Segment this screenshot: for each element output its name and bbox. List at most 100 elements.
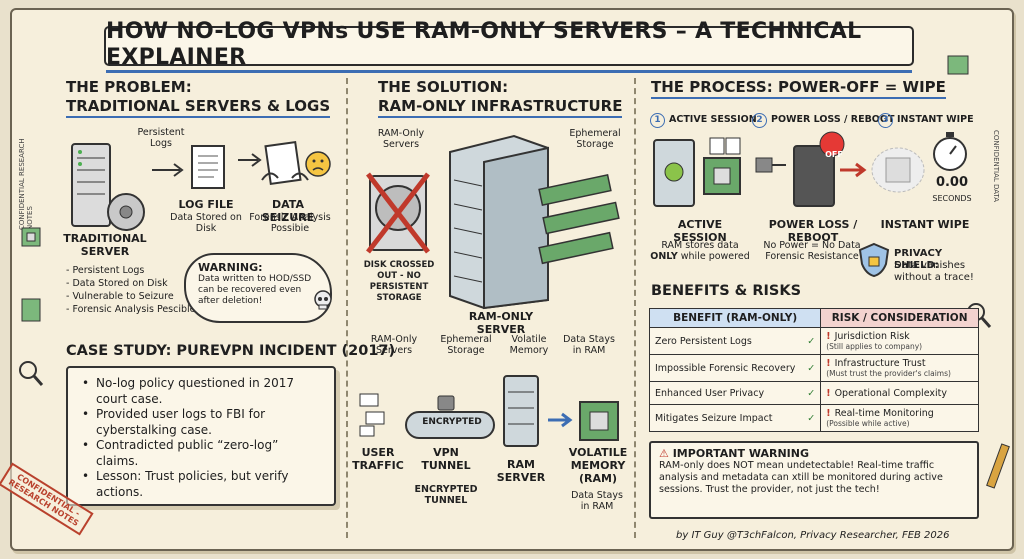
alert-icon: ! bbox=[826, 408, 831, 419]
benefit-cell: Enhanced User Privacy✓ bbox=[648, 381, 822, 405]
log-file-sublabel: Data Stored on Disk bbox=[170, 212, 242, 234]
step-label: INSTANT WIPE bbox=[897, 114, 974, 125]
arrow-icon bbox=[840, 162, 867, 178]
power-loss-label: POWER LOSS / REBOOT bbox=[768, 218, 858, 244]
side-note-right: CONFIDENTIAL DATA bbox=[992, 130, 1000, 203]
pencil-icon bbox=[986, 443, 1010, 489]
warning-triangle-icon: ⚠ bbox=[659, 447, 669, 460]
shield-icon bbox=[858, 242, 890, 278]
disk-crossed-label: DISK CROSSED OUT - NO PERSISTENT STORAGE bbox=[363, 260, 435, 303]
power-loss-desc: No Power = No Data Forensic Resistance bbox=[763, 240, 861, 262]
callout-ephemeral-storage: Ephemeral Storage bbox=[440, 334, 492, 356]
list-item: Vulnerable to Seizure bbox=[66, 290, 196, 303]
active-session-icon bbox=[653, 137, 741, 207]
important-warning-box: ⚠ IMPORTANT WARNING RAM-only does NOT me… bbox=[649, 441, 979, 519]
list-item: Forensic Analysis Pescible bbox=[66, 303, 195, 316]
shield-title: PRIVACY SHIELD: bbox=[894, 248, 943, 271]
stopwatch-icon bbox=[933, 132, 967, 171]
callout-volatile-memory: Volatile Memory bbox=[509, 334, 549, 356]
list-item: Data Stored on Disk bbox=[66, 277, 196, 290]
problem-heading-line2: TRADITIONAL SERVERS & LOGS bbox=[66, 97, 331, 118]
data-seizure-label: DATA SEIZURE bbox=[261, 198, 315, 224]
table-row: Enhanced User Privacy✓ !Operational Comp… bbox=[648, 381, 979, 405]
risk-cell: !Jurisdiction Risk(Still applies to comp… bbox=[820, 327, 979, 355]
log-file-label: LOG FILE bbox=[178, 198, 234, 211]
list-item: Provided user logs to FBI for cyberstalk… bbox=[82, 407, 324, 438]
list-item: Persistent Logs bbox=[66, 264, 196, 277]
side-note-left: CONFIDENTIAL RESEARCH NOTES bbox=[18, 138, 34, 230]
table-row: Impossible Forensic Recovery✓ !Infrastru… bbox=[648, 354, 979, 382]
callout-ram-only-servers: RAM-Only Servers bbox=[370, 334, 418, 356]
list-item: No-log policy questioned in 2017 court c… bbox=[82, 376, 324, 407]
solution-heading-line2: RAM-ONLY INFRASTRUCTURE bbox=[378, 97, 623, 118]
evaporating-chip-icon bbox=[871, 147, 925, 193]
magnifier-icon bbox=[19, 361, 44, 386]
step-number: 3 bbox=[878, 113, 893, 128]
arrow-icon bbox=[238, 153, 262, 167]
envelopes-icon bbox=[359, 393, 385, 437]
risk-cell: !Infrastructure Trust(Must trust the pro… bbox=[820, 354, 979, 382]
ram-chip-icon bbox=[548, 401, 619, 441]
user-traffic-label: USER TRAFFIC bbox=[352, 446, 404, 472]
case-study-box: No-log policy questioned in 2017 court c… bbox=[66, 366, 336, 506]
shield-desc: Data vanishes without a trace! bbox=[894, 260, 974, 283]
log-file-icon bbox=[191, 145, 225, 189]
step-3: 3 INSTANT WIPE bbox=[878, 113, 974, 128]
step-number: 1 bbox=[650, 113, 665, 128]
page-title: HOW NO-LOG VPNs USE RAM-ONLY SERVERS – A… bbox=[106, 19, 912, 73]
power-off-server-icon bbox=[793, 131, 845, 207]
ephemeral-storage-label: Ephemeral Storage bbox=[569, 128, 621, 150]
ram-server-icon bbox=[503, 375, 539, 447]
problem-heading: THE PROBLEM: TRADITIONAL SERVERS & LOGS bbox=[66, 78, 331, 118]
author-credit: by IT Guy @T3chFalcon, Privacy Researche… bbox=[676, 530, 950, 541]
check-icon: ✓ bbox=[807, 362, 816, 374]
encrypted-tunnel-label: ENCRYPTED TUNNEL bbox=[414, 484, 478, 506]
data-seizure-sublabel: Forensic Analysis Possibie bbox=[249, 212, 331, 234]
important-warning-body: RAM-only does NOT mean undetectable! Rea… bbox=[659, 460, 943, 495]
benefits-heading: BENEFITS & RISKS bbox=[651, 283, 802, 299]
step-label: ACTIVE SESSION bbox=[669, 114, 757, 125]
risk-cell: !Operational Complexity bbox=[820, 381, 979, 405]
timer-value: 0.00 bbox=[935, 175, 969, 190]
active-session-desc: RAM stores data ONLY while powered bbox=[650, 240, 750, 262]
vpn-tunnel-label: VPN TUNNEL bbox=[421, 446, 471, 472]
important-warning-title: ⚠ IMPORTANT WARNING bbox=[659, 447, 810, 460]
warning-body: Data written to HOD/SSD can be recovered… bbox=[198, 274, 312, 306]
benefit-cell: Zero Persistent Logs✓ bbox=[648, 327, 822, 355]
title-banner: HOW NO-LOG VPNs USE RAM-ONLY SERVERS – A… bbox=[104, 19, 914, 73]
timer-unit: SECONDS bbox=[932, 194, 972, 203]
off-label: OFF bbox=[825, 150, 843, 159]
alert-icon: ! bbox=[826, 387, 831, 399]
case-study-heading: CASE STUDY: PUREVPN INCIDENT (2017) bbox=[66, 343, 396, 359]
encrypted-label: ENCRYPTED bbox=[422, 417, 482, 427]
crossed-disk-icon bbox=[366, 172, 430, 254]
volatile-memory-label: VOLATILE MEMORY (RAM) bbox=[568, 446, 628, 485]
traditional-server-label: TRADITIONAL SERVER bbox=[63, 232, 147, 258]
list-item: Lesson: Trust policies, but verify actio… bbox=[82, 469, 324, 500]
table-header-row: BENEFIT (RAM-ONLY) RISK / CONSIDERATION bbox=[648, 308, 979, 328]
column-divider bbox=[634, 78, 636, 538]
risk-cell: !Real-time Monitoring(Possible while act… bbox=[820, 404, 979, 432]
traditional-server-icon bbox=[71, 143, 145, 231]
active-session-label: ACTIVE SESSION bbox=[673, 218, 727, 244]
chip-icon bbox=[21, 298, 41, 322]
table-row: Mitigates Seizure Impact✓ !Real-time Mon… bbox=[648, 404, 979, 432]
data-stays-label: Data Stays in RAM bbox=[571, 490, 623, 512]
risk-column-header: RISK / CONSIDERATION bbox=[820, 308, 979, 328]
worried-face-icon bbox=[305, 151, 331, 177]
problem-heading-line1: THE PROBLEM: bbox=[66, 78, 192, 96]
chip-icon bbox=[947, 55, 969, 75]
solution-heading: THE SOLUTION: RAM-ONLY INFRASTRUCTURE bbox=[378, 78, 623, 118]
persistent-logs-label: Persistent Logs bbox=[137, 127, 185, 149]
alert-icon: ! bbox=[826, 331, 831, 342]
warning-cloud: WARNING: Data written to HOD/SSD can be … bbox=[184, 253, 332, 323]
benefit-cell: Impossible Forensic Recovery✓ bbox=[648, 354, 822, 382]
chip-icon bbox=[21, 227, 41, 247]
ram-only-server-icon bbox=[449, 134, 620, 310]
seizure-hands-icon bbox=[261, 140, 309, 186]
solution-heading-line1: THE SOLUTION: bbox=[378, 78, 509, 96]
step-1: 1 ACTIVE SESSION bbox=[650, 113, 757, 128]
benefit-column-header: BENEFIT (RAM-ONLY) bbox=[648, 308, 822, 328]
vpn-tunnel-icon bbox=[405, 395, 495, 439]
